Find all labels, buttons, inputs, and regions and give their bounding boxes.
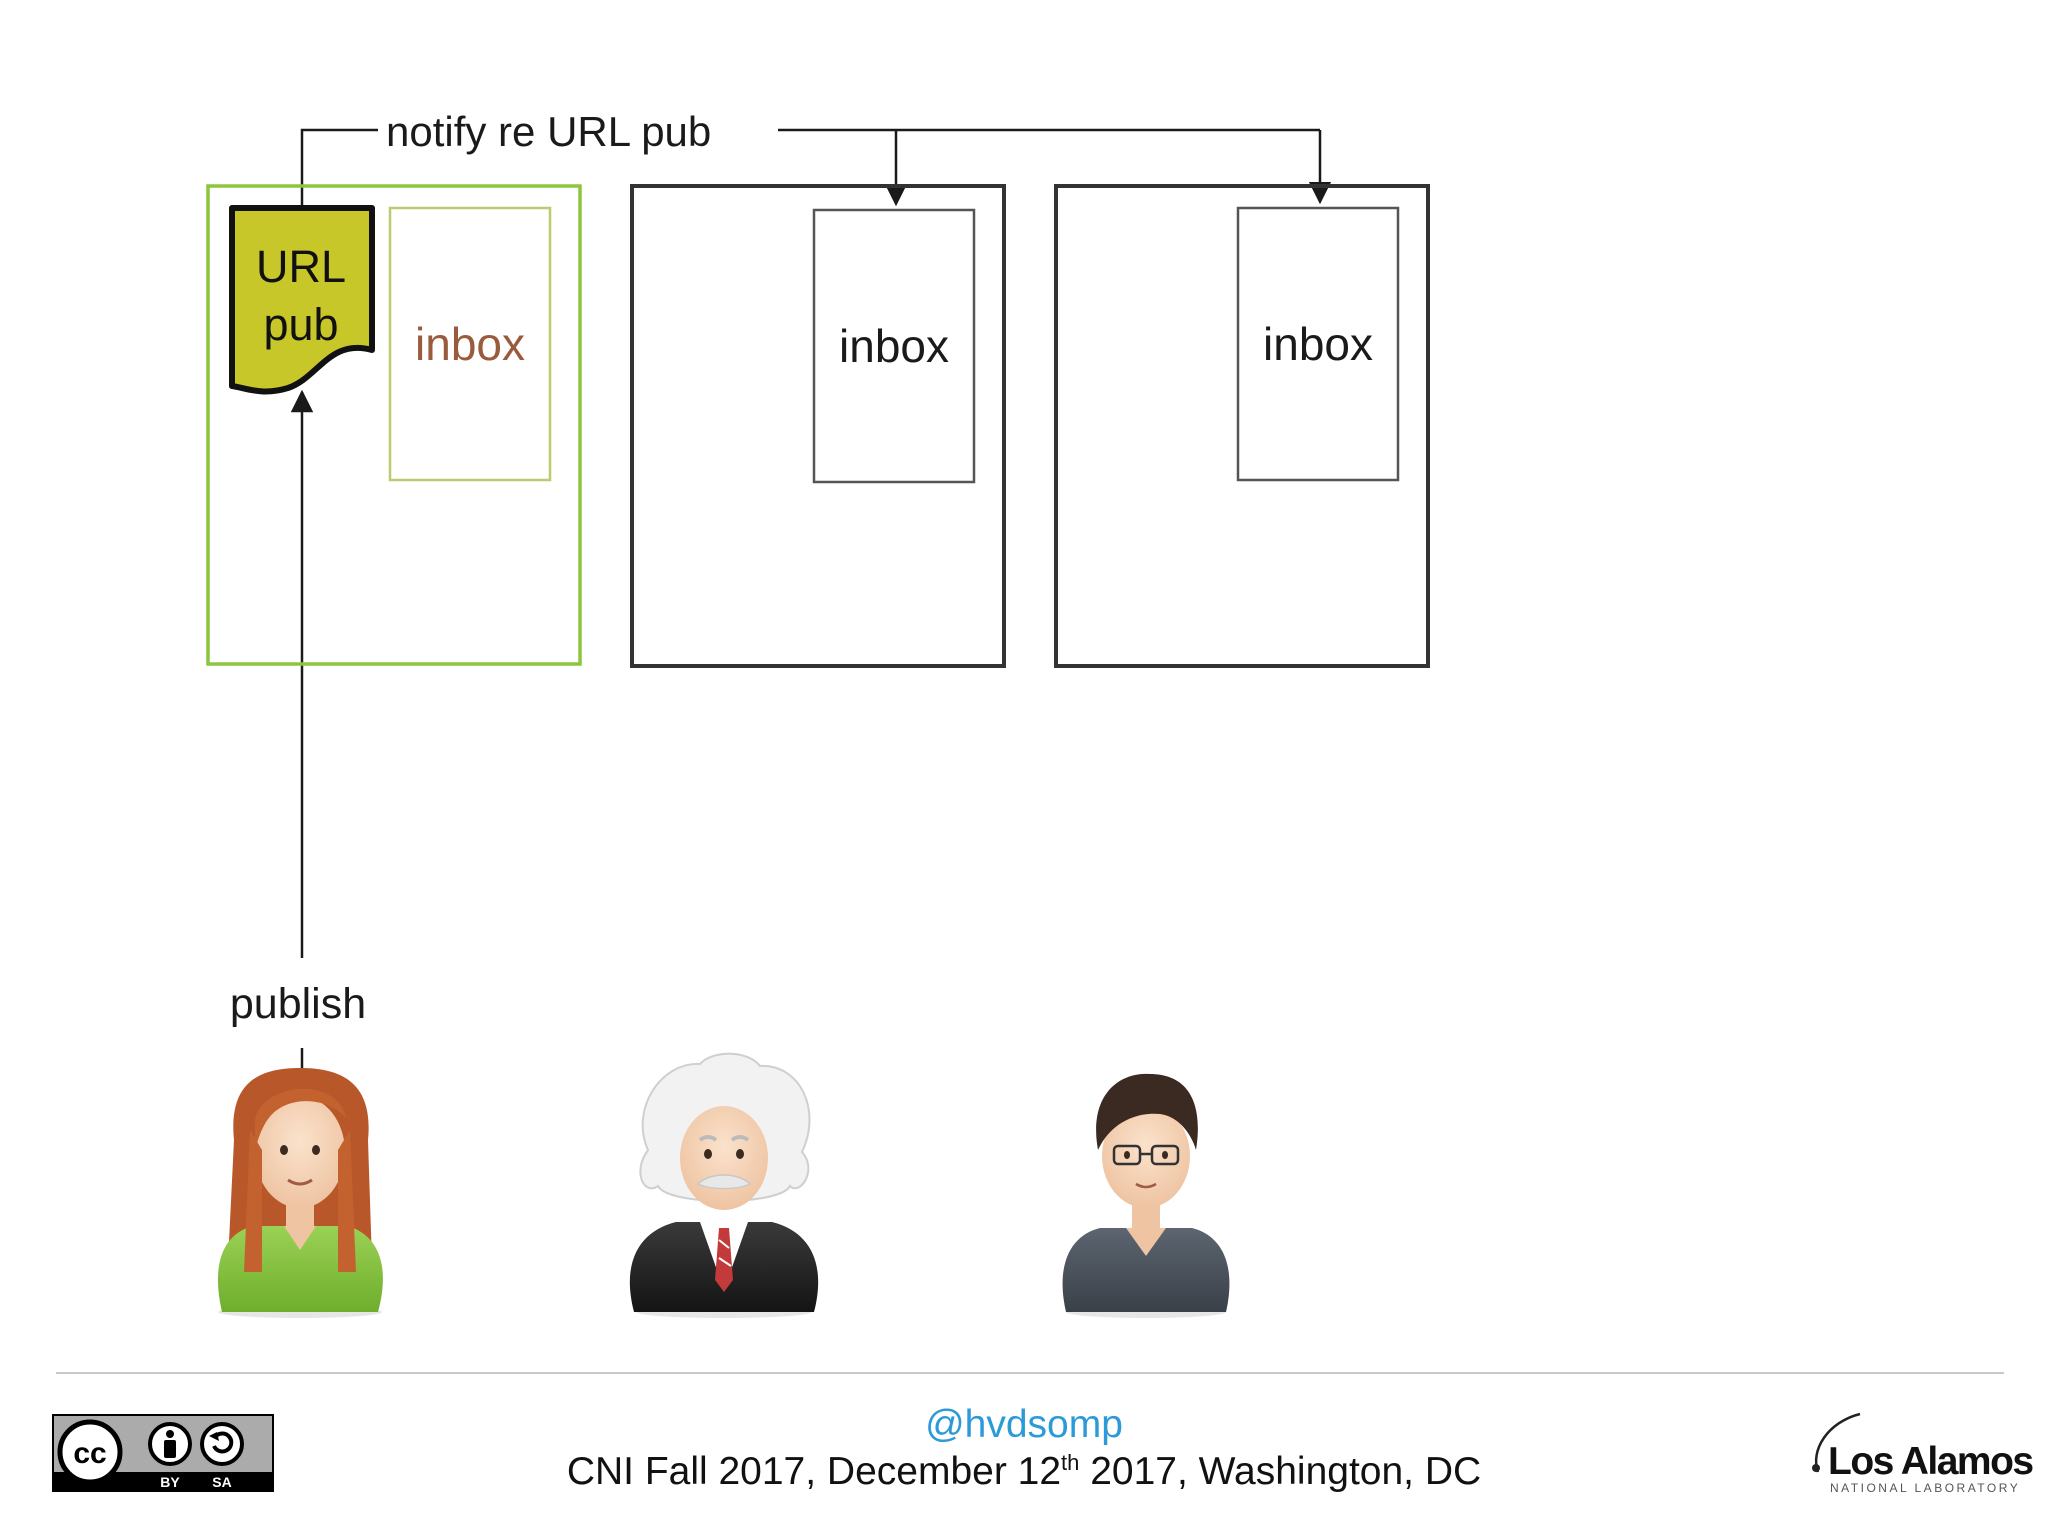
connector-lines (290, 128, 1332, 1080)
notify-label: notify re URL pub (386, 108, 711, 155)
cc-label: cc (73, 1437, 106, 1470)
publish-label: publish (230, 980, 366, 1028)
url-pub-line1: URL (256, 241, 346, 292)
footer-divider (56, 1372, 2004, 1374)
scholar-container (630, 184, 1006, 668)
notify-line-left (300, 128, 378, 208)
researcher-container (1054, 184, 1430, 668)
url-pub-line2: pub (263, 299, 338, 350)
einstein-avatar-icon (629, 1052, 819, 1318)
conference-date-post: 2017, Washington, DC (1079, 1450, 1482, 1493)
logo-subtitle: NATIONAL LABORATORY (1830, 1481, 2020, 1495)
researcher-inbox (1236, 206, 1400, 482)
url-pub-document: URL pub (229, 205, 375, 395)
man-glasses-avatar-icon (1062, 1073, 1230, 1318)
los-alamos-logo: Los Alamos NATIONAL LABORATORY (1812, 1412, 2035, 1495)
logo-name: Los Alamos (1828, 1440, 2033, 1483)
conference-date-sup: th (1061, 1450, 1080, 1475)
footer-text: @hvdsomp CNI Fall 2017, December 12th 20… (424, 1402, 1624, 1496)
scholar-inbox-label: inbox (839, 320, 949, 372)
author-container (206, 184, 582, 666)
cc-by-label: BY (160, 1474, 180, 1490)
author-inbox-label: inbox (415, 318, 525, 370)
conference-line: CNI Fall 2017, December 12th 2017, Washi… (424, 1448, 1624, 1496)
twitter-handle-link[interactable]: @hvdsomp (925, 1403, 1123, 1446)
author-inbox (388, 206, 552, 482)
cc-sa-label: SA (212, 1474, 231, 1490)
cc-by-sa-license-icon: cc BY SA (52, 1414, 274, 1492)
conference-date-pre: CNI Fall 2017, December 12 (566, 1450, 1062, 1493)
woman-green-shirt-avatar-icon (217, 1068, 383, 1318)
researcher-inbox-label: inbox (1263, 318, 1373, 370)
scholar-inbox (812, 208, 976, 484)
